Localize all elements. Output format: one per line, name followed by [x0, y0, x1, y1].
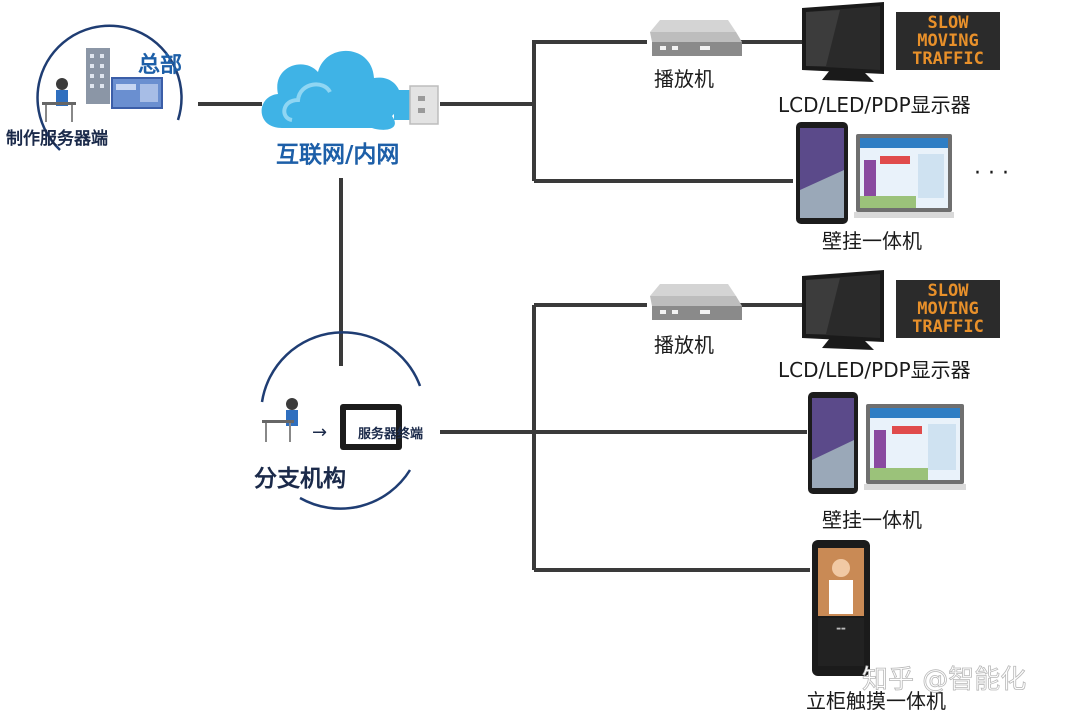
branch-title: 分支机构 [254, 465, 346, 492]
hq-server-label: 制作服务器端 [6, 128, 108, 149]
wall-unit-1: 壁挂一体机 [796, 122, 954, 253]
kiosk-node: ▬▬ 立柜触摸一体机 [806, 540, 946, 713]
cloud-label: 互联网/内网 [276, 142, 399, 168]
player-1: 播放机 [650, 20, 742, 91]
office-building-icon [86, 48, 110, 104]
portrait-display-icon [796, 122, 848, 224]
wall-unit-1-label: 壁挂一体机 [822, 229, 922, 253]
arrow-right-icon: → [312, 422, 327, 443]
landscape-display-icon [854, 134, 954, 218]
sign-line-2: MOVING [917, 31, 978, 51]
svg-text:▬▬: ▬▬ [836, 626, 846, 632]
branch-operator-icon [286, 398, 298, 410]
player-2: 播放机 [650, 284, 742, 357]
branch-terminal-label: 服务器终端 [358, 426, 423, 442]
tv-monitor-icon [802, 270, 884, 350]
standing-kiosk-icon: ▬▬ [812, 540, 870, 676]
ellipsis-text: · · · [974, 161, 1009, 186]
branch-arc-bottom [299, 469, 412, 510]
led-traffic-sign-icon: SLOW MOVING TRAFFIC [896, 280, 1000, 338]
hq-node: 总部 制作服务器端 [6, 24, 183, 151]
hq-title: 总部 [138, 52, 182, 78]
display-2: SLOW MOVING TRAFFIC LCD/LED/PDP显示器 [778, 270, 1000, 382]
hq-arc [36, 24, 183, 151]
terminal-screen-icon [340, 404, 402, 450]
tv-monitor-icon [802, 2, 884, 82]
sign-line-1: SLOW [928, 13, 970, 33]
portrait-display-icon [808, 392, 858, 494]
kiosk-label: 立柜触摸一体机 [806, 689, 946, 713]
display-1-label: LCD/LED/PDP显示器 [778, 93, 971, 117]
connection-lines [198, 40, 810, 572]
display-1: SLOW MOVING TRAFFIC LCD/LED/PDP显示器 [778, 2, 1000, 117]
watermark-text: 知乎 @智能化 [862, 665, 1026, 695]
branch-arc-top [260, 331, 422, 403]
cloud-icon [261, 50, 401, 130]
player-2-label: 播放机 [654, 333, 714, 357]
branch-node: → 服务器终端 分支机构 [254, 331, 423, 510]
landscape-display-icon [864, 404, 966, 490]
sign-line-3: TRAFFIC [912, 49, 984, 69]
cloud-node: 互联网/内网 [261, 50, 439, 168]
media-player-box-icon [650, 20, 742, 56]
wall-unit-2: 壁挂一体机 [808, 392, 966, 532]
usb-plug-icon [394, 85, 439, 125]
sign-line-3: TRAFFIC [912, 317, 984, 337]
led-traffic-sign-icon: SLOW MOVING TRAFFIC [896, 12, 1000, 70]
operator-icon [56, 78, 68, 90]
sign-line-1: SLOW [928, 281, 970, 301]
display-2-label: LCD/LED/PDP显示器 [778, 358, 971, 382]
wall-unit-2-label: 壁挂一体机 [822, 508, 922, 532]
player-1-label: 播放机 [654, 67, 714, 91]
sign-line-2: MOVING [917, 299, 978, 319]
media-player-box-icon [650, 284, 742, 320]
